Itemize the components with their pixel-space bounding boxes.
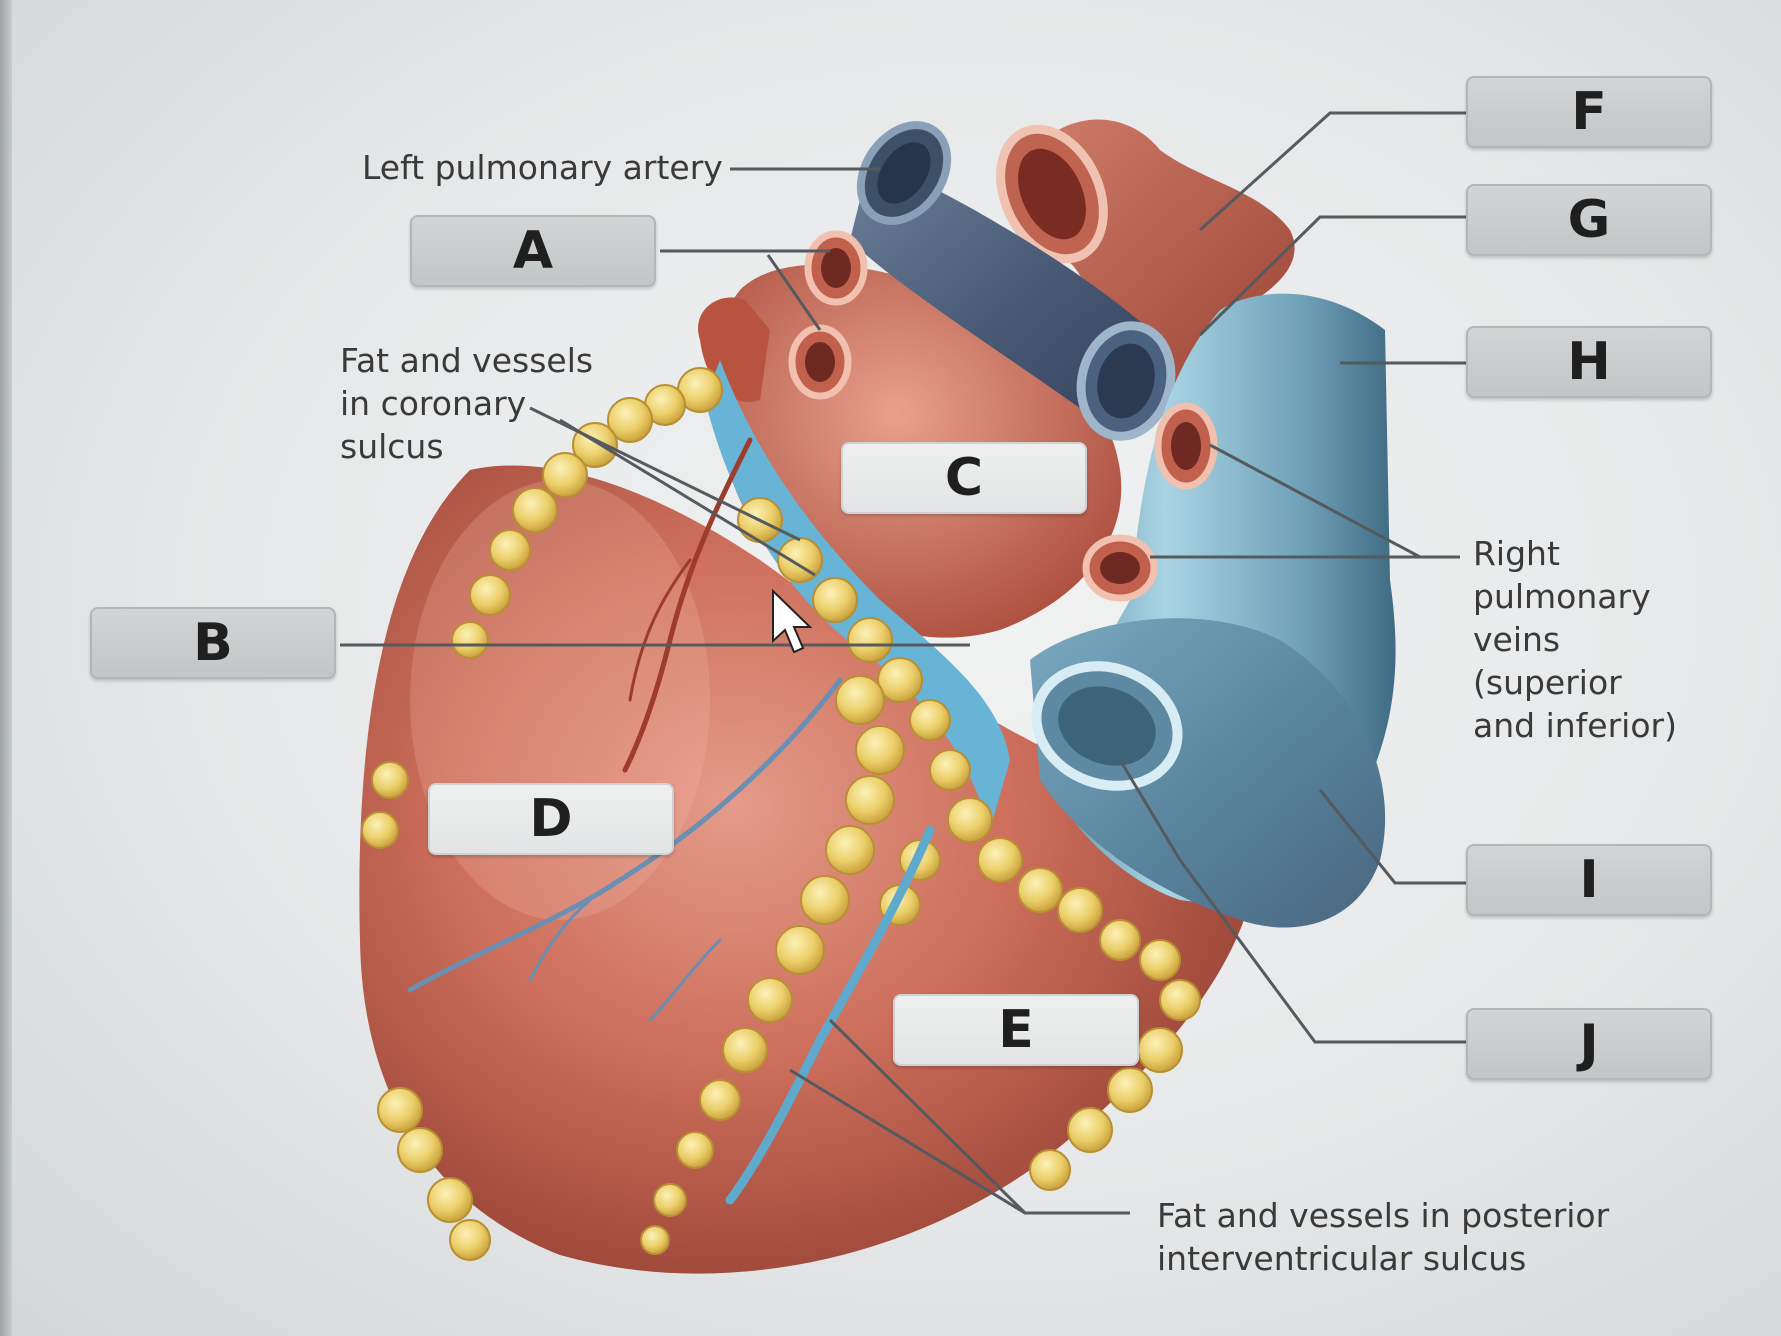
answer-box-j[interactable]: J	[1466, 1008, 1712, 1080]
posterior-sulcus-fat	[640, 675, 941, 1255]
leader-lines	[340, 111, 1466, 1215]
answer-box-h[interactable]: H	[1466, 326, 1712, 398]
label-right-pulmonary-veins: Right pulmonary veins (superior and infe…	[1473, 534, 1677, 745]
middle-cardiac-vein	[725, 825, 935, 1205]
answer-box-b[interactable]: B	[90, 607, 336, 679]
answer-box-c[interactable]: C	[841, 442, 1087, 514]
answer-box-f[interactable]: F	[1466, 76, 1712, 148]
mouse-cursor-icon	[772, 588, 813, 654]
ventricles	[359, 465, 1250, 1274]
label-fat-coronary-sulcus: Fat and vessels in coronary sulcus	[340, 341, 594, 466]
label-fat-posterior-sulcus: Fat and vessels in posterior interventri…	[1157, 1196, 1610, 1278]
answer-box-i[interactable]: I	[1466, 844, 1712, 916]
answer-box-d[interactable]: D	[428, 783, 674, 855]
coronary-sulcus-fat	[361, 367, 1201, 1261]
label-left-pulmonary-artery: Left pulmonary artery	[362, 148, 723, 187]
pulmonary-artery-trunk	[850, 160, 1150, 430]
coronary-branches	[407, 437, 843, 1022]
answer-box-a[interactable]: A	[410, 215, 656, 287]
monitor-bezel	[0, 0, 12, 1336]
answer-box-e[interactable]: E	[893, 994, 1139, 1066]
answer-box-g[interactable]: G	[1466, 184, 1712, 256]
